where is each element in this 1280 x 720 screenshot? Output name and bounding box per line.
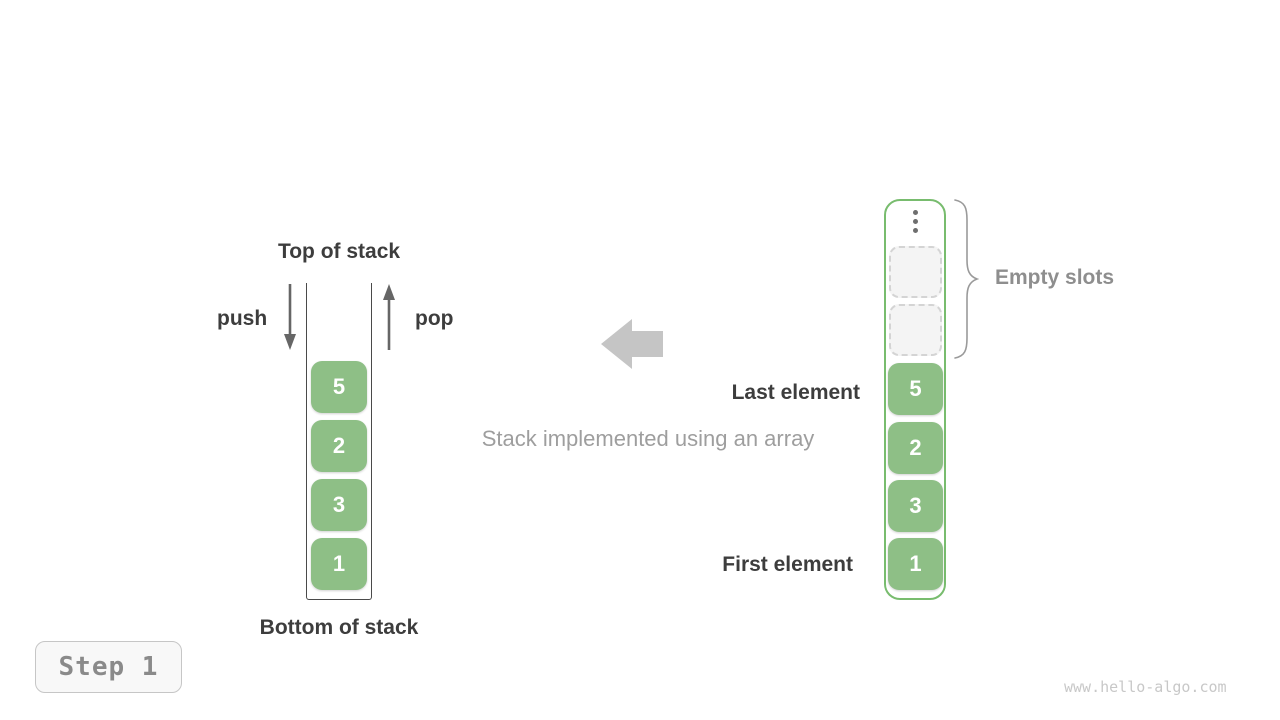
pop-up-arrow-icon [383, 284, 395, 350]
last-element-label: Last element [731, 381, 860, 404]
left-arrow-icon [601, 319, 663, 369]
push-label: push [217, 307, 268, 330]
array-element: 2 [888, 422, 943, 474]
array-element: 3 [888, 480, 943, 532]
vertical-ellipsis-icon [912, 210, 918, 233]
stack-element: 2 [311, 420, 367, 472]
pop-label: pop [415, 307, 454, 330]
push-down-arrow-icon [284, 284, 296, 350]
empty-slot [889, 246, 942, 298]
bottom-of-stack-label: Bottom of stack [259, 616, 419, 639]
step-badge: Step 1 [35, 641, 182, 693]
curly-brace [954, 199, 979, 359]
empty-slots-label: Empty slots [995, 266, 1115, 289]
diagram-caption: Stack implemented using an array [481, 426, 815, 451]
first-element-label: First element [722, 553, 853, 576]
array-element: 5 [888, 363, 943, 415]
watermark: www.hello-algo.com [1064, 678, 1227, 696]
top-of-stack-label: Top of stack [277, 240, 401, 263]
stack-element: 5 [311, 361, 367, 413]
empty-slot [889, 304, 942, 356]
stack-container [306, 283, 372, 600]
stack-element: 1 [311, 538, 367, 590]
array-element: 1 [888, 538, 943, 590]
stack-element: 3 [311, 479, 367, 531]
